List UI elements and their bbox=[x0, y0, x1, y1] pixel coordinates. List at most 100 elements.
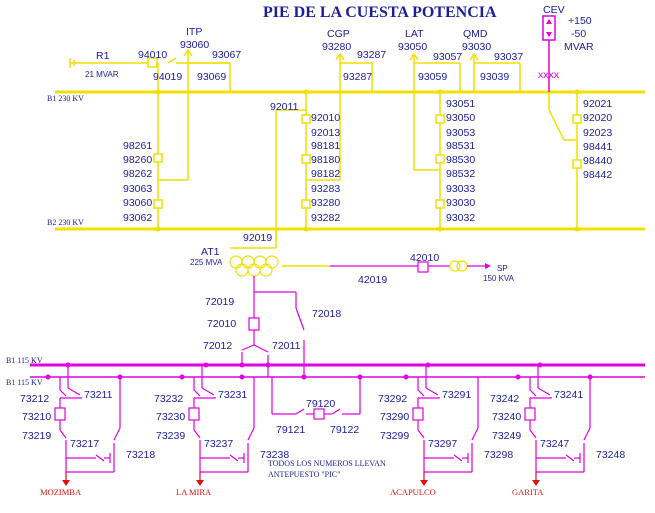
col4-0: 92021 bbox=[583, 98, 612, 110]
feeder-breaker[interactable] bbox=[54, 407, 66, 421]
qmd-name: QMD bbox=[463, 28, 488, 40]
tie-72010: 72010 bbox=[207, 318, 236, 330]
feeder-switch-a: 73212 bbox=[20, 393, 49, 405]
col3-7: 93030 bbox=[446, 197, 475, 209]
bay2-breaker-a[interactable] bbox=[301, 114, 311, 124]
col3-8: 93032 bbox=[446, 212, 475, 224]
qmd-switch-93039: 93039 bbox=[480, 71, 509, 83]
col4-3: 98441 bbox=[583, 141, 612, 153]
diagram-title: PIE DE LA CUESTA POTENCIA bbox=[263, 4, 497, 21]
r1-rating: 21 MVAR bbox=[85, 70, 119, 79]
feeder-switch-a: 73292 bbox=[378, 393, 407, 405]
col1-4: 93060 bbox=[123, 197, 152, 209]
col1-5: 93062 bbox=[123, 212, 152, 224]
col2-6: 93280 bbox=[311, 197, 340, 209]
col3-0: 93051 bbox=[446, 98, 475, 110]
at1-name: AT1 bbox=[201, 246, 220, 258]
lat-name: LAT bbox=[405, 28, 424, 40]
feeder-switch-e: 73217 bbox=[70, 438, 99, 450]
at1-tie bbox=[241, 276, 305, 377]
cev-name: CEV bbox=[543, 4, 565, 16]
itp-branch bbox=[183, 48, 230, 92]
bay3-breaker-b[interactable] bbox=[435, 154, 445, 164]
col3-6: 93033 bbox=[446, 183, 475, 195]
bay2-breaker-c[interactable] bbox=[301, 199, 311, 209]
feeder-arrow-icon bbox=[196, 480, 204, 486]
bus-b1-115-label: B1 115 KV bbox=[6, 356, 43, 365]
at1-breaker-72010[interactable] bbox=[248, 317, 260, 331]
coupler-79122: 79122 bbox=[330, 424, 359, 436]
itp-switch-93069: 93069 bbox=[197, 71, 226, 83]
note-line2: ANTEPUESTO "PIC" bbox=[268, 470, 340, 479]
sp-branch bbox=[330, 260, 491, 273]
feeder-breaker-label: 73290 bbox=[380, 411, 409, 423]
bay4-breaker-b[interactable] bbox=[572, 159, 582, 169]
cev-plus: +150 bbox=[568, 15, 592, 27]
sp-name: SP bbox=[497, 264, 508, 273]
lat-switch-93059: 93059 bbox=[418, 71, 447, 83]
col3-3: 98531 bbox=[446, 140, 475, 152]
feeder-name: LA MIRA bbox=[176, 487, 212, 497]
feeder-switch-f: 73218 bbox=[126, 449, 155, 461]
col2-3: 98180 bbox=[311, 154, 340, 166]
feeder-breaker-label: 73240 bbox=[492, 411, 521, 423]
itp-code: 93060 bbox=[180, 39, 209, 51]
lat-switch-93057: 93057 bbox=[433, 51, 462, 63]
col3-5: 98532 bbox=[446, 168, 475, 180]
bay2-breaker-b[interactable] bbox=[301, 154, 311, 164]
bay-col4 bbox=[548, 92, 582, 229]
bus-b1-230-nodes bbox=[155, 89, 580, 232]
col4-1: 92020 bbox=[583, 112, 612, 124]
cgp-name: CGP bbox=[327, 28, 350, 40]
tie-72018: 72018 bbox=[312, 308, 341, 320]
feeder-switch-d: 73249 bbox=[492, 430, 521, 442]
qmd-code: 93030 bbox=[462, 41, 491, 53]
feeder-switch-b: 73231 bbox=[218, 389, 247, 401]
sp-switch-42010: 42010 bbox=[410, 252, 439, 264]
sp-rating: 150 KVA bbox=[483, 274, 515, 283]
col4-5: 98442 bbox=[583, 169, 612, 181]
qmd-switch-93037: 93037 bbox=[494, 51, 523, 63]
bay4-breaker-a[interactable] bbox=[572, 114, 582, 124]
col1-2: 98262 bbox=[123, 168, 152, 180]
itp-name: ITP bbox=[186, 26, 202, 38]
itp-switch-93067: 93067 bbox=[212, 49, 241, 61]
bay3-breaker-c[interactable] bbox=[435, 199, 445, 209]
col2-5: 93283 bbox=[311, 183, 340, 195]
feeder-switch-a: 73242 bbox=[490, 393, 519, 405]
r1-switch-94019: 94019 bbox=[153, 71, 182, 83]
tie-72012: 72012 bbox=[203, 340, 232, 352]
bus-b2-230-label: B2 230 KV bbox=[47, 218, 84, 227]
bay1-breaker-b[interactable] bbox=[153, 199, 163, 209]
col2-7: 93282 bbox=[311, 212, 340, 224]
tie-72019: 72019 bbox=[205, 296, 234, 308]
col2-top: 92011 bbox=[270, 101, 299, 113]
feeder-arrow-icon bbox=[420, 480, 428, 486]
feeder-switch-f: 73248 bbox=[596, 449, 625, 461]
bus-coupler bbox=[271, 377, 361, 420]
cgp-switch-b: 93287 bbox=[343, 71, 372, 83]
feeder-switch-e: 73247 bbox=[540, 438, 569, 450]
feeder-name: MOZIMBA bbox=[40, 487, 82, 497]
feeder-switch-f: 73238 bbox=[260, 449, 289, 461]
r1-breaker[interactable] bbox=[147, 57, 158, 68]
feeder-switch-b: 73291 bbox=[442, 389, 471, 401]
r1-switch-94010: 94010 bbox=[138, 49, 167, 61]
feeder-arrow-icon bbox=[532, 480, 540, 486]
bay3-breaker-a[interactable] bbox=[435, 114, 445, 124]
bay1-breaker-a[interactable] bbox=[153, 153, 163, 163]
bay-col1 bbox=[153, 92, 189, 229]
feeder-breaker[interactable] bbox=[412, 407, 424, 421]
note-line1: TODOS LOS NUMEROS LLEVAN bbox=[268, 459, 386, 468]
coupler-breaker[interactable] bbox=[313, 408, 325, 420]
r1-name: R1 bbox=[96, 50, 110, 62]
sp-breaker[interactable] bbox=[417, 261, 429, 273]
feeder-breaker[interactable] bbox=[524, 407, 536, 421]
feeder-breaker[interactable] bbox=[188, 407, 200, 421]
feeder-switch-b: 73241 bbox=[554, 389, 583, 401]
